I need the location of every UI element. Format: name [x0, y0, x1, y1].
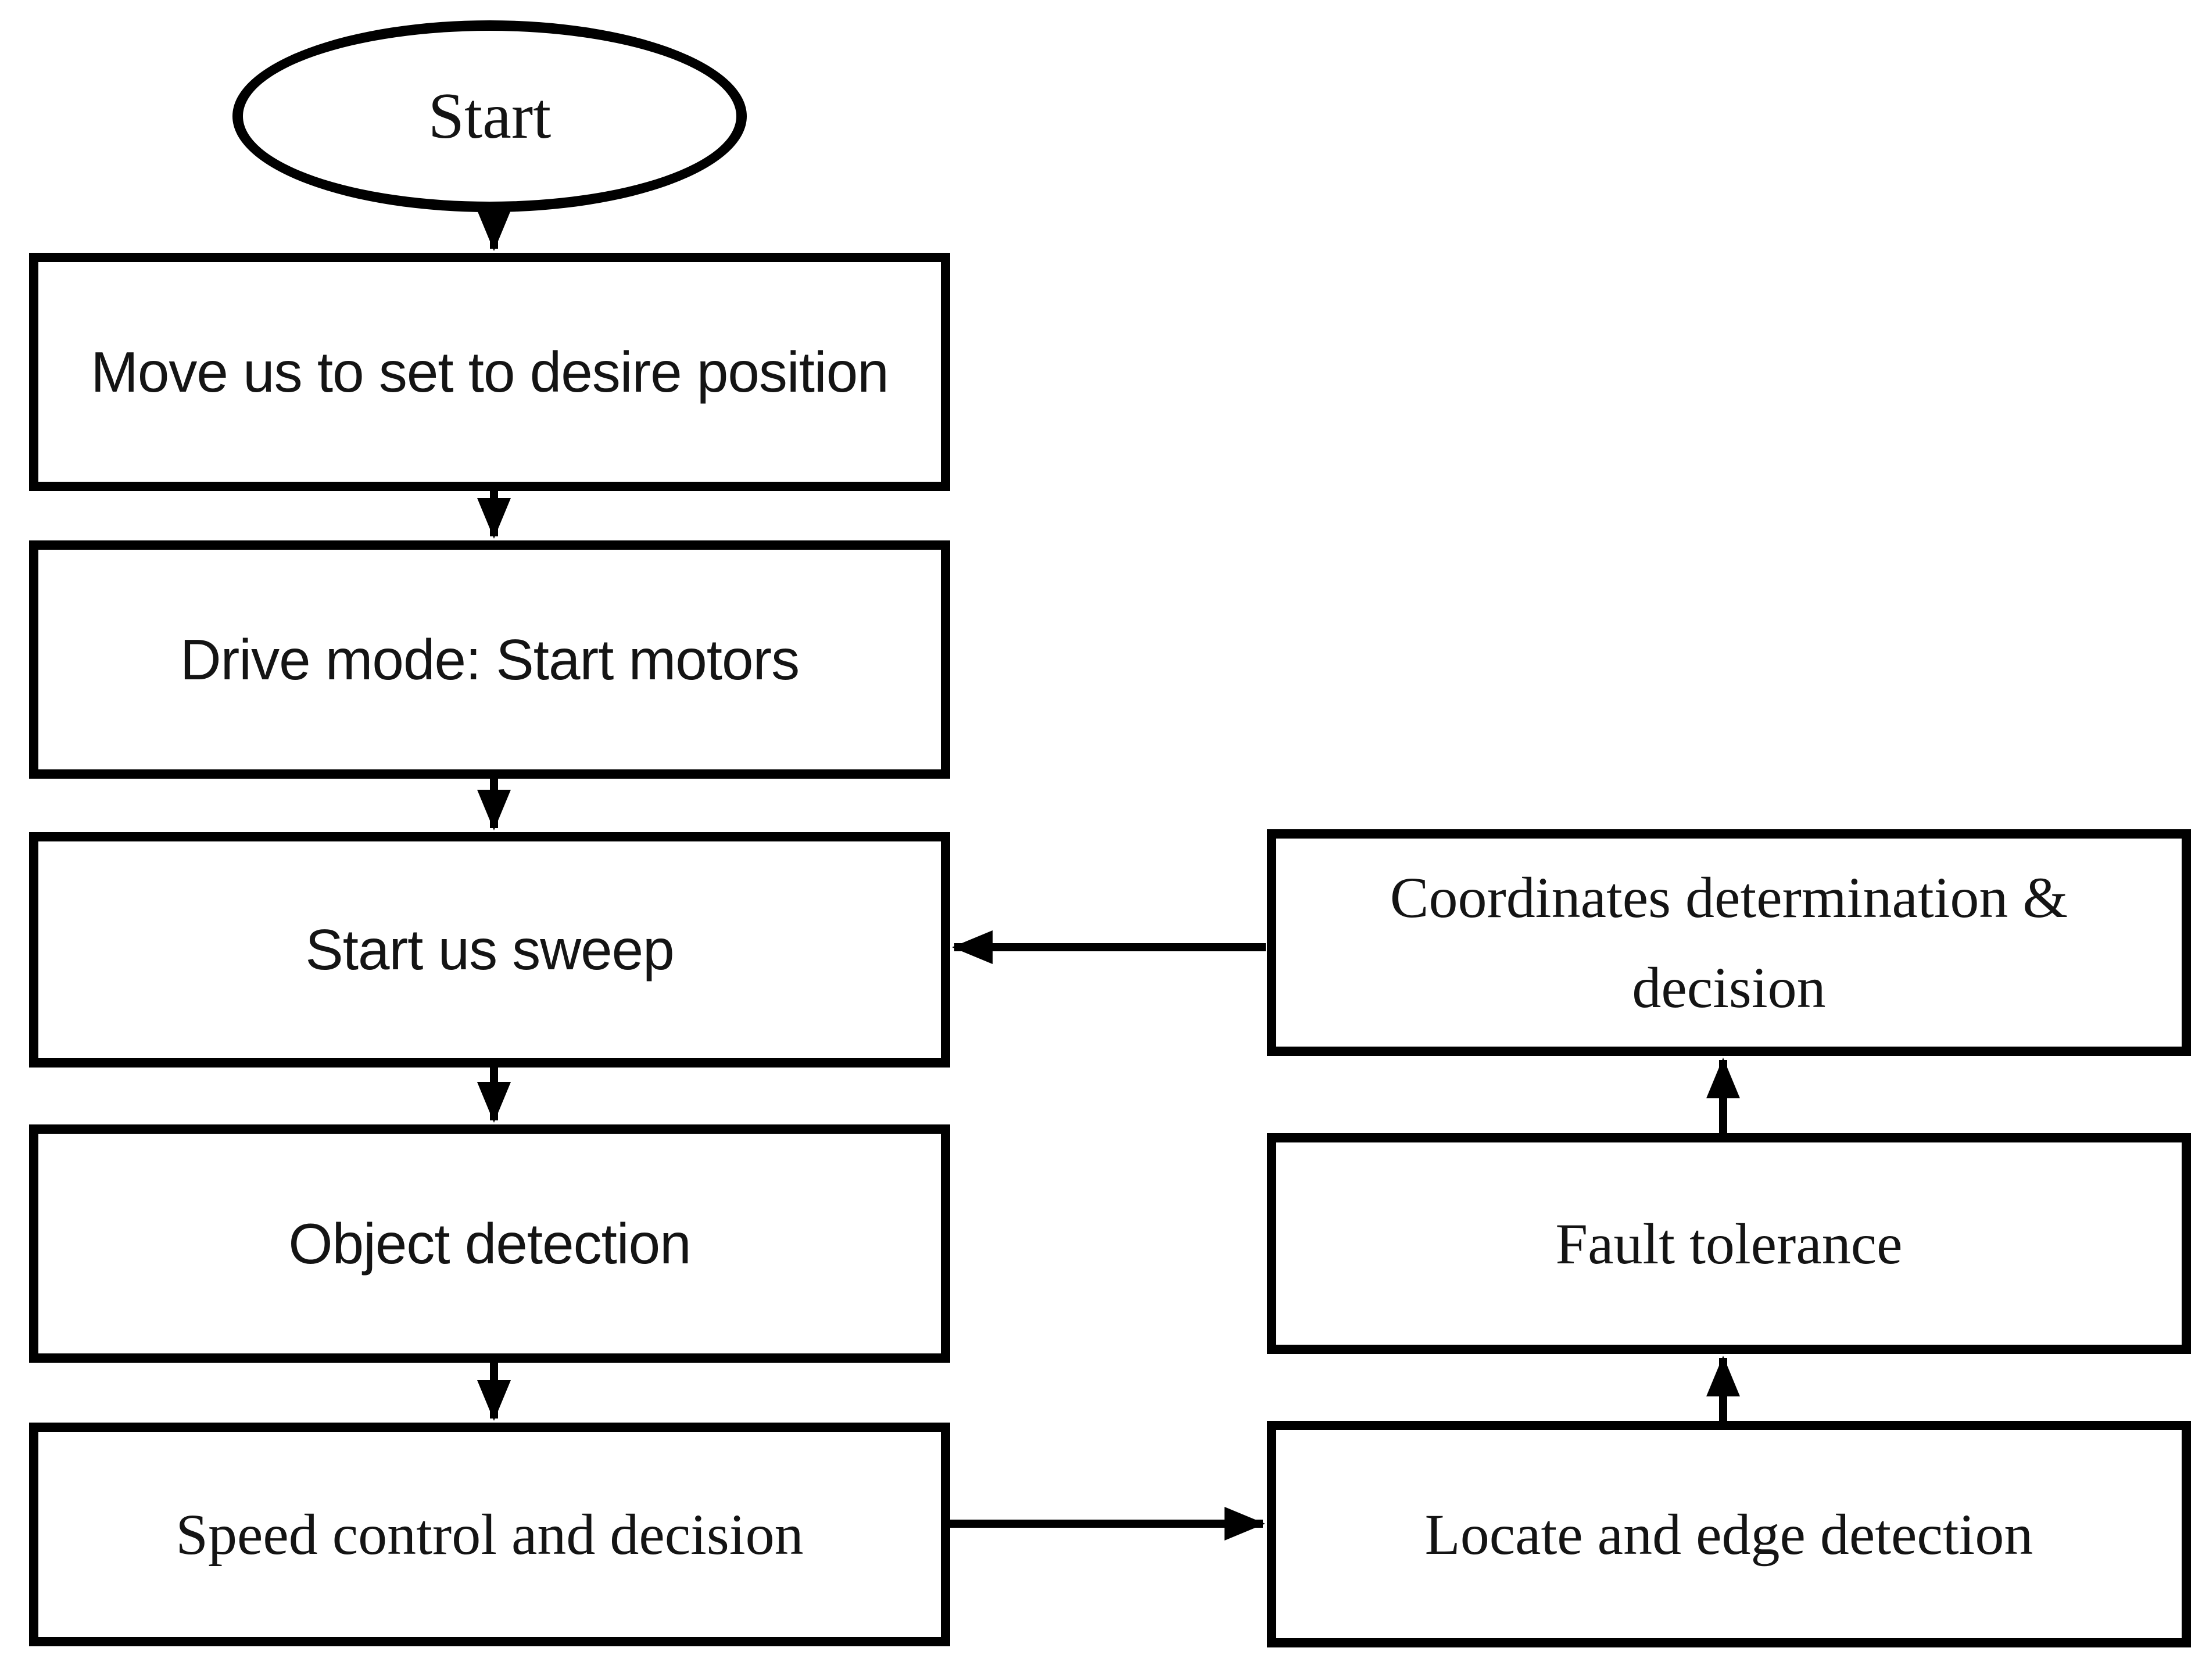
node-coordinates-decision: Coordinates determination & decision	[1267, 829, 2191, 1056]
node-drive-mode-label: Drive mode: Start motors	[180, 627, 800, 692]
node-speed-control-label: Speed control and decision	[176, 1502, 804, 1567]
node-object-detection-label: Object detection	[288, 1211, 691, 1276]
node-start-label: Start	[428, 80, 552, 152]
node-move-position: Move us to set to desire position	[29, 253, 950, 491]
node-locate-edge-detection-label: Locate and edge detection	[1424, 1502, 2033, 1567]
node-start-sweep-label: Start us sweep	[305, 918, 674, 982]
node-start-sweep: Start us sweep	[29, 832, 950, 1068]
node-fault-tolerance: Fault tolerance	[1267, 1133, 2191, 1354]
node-move-position-label: Move us to set to desire position	[91, 339, 889, 404]
node-speed-control: Speed control and decision	[29, 1423, 950, 1646]
node-object-detection: Object detection	[29, 1124, 950, 1363]
node-start: Start	[232, 20, 747, 212]
node-coordinates-decision-label: Coordinates determination & decision	[1390, 865, 2083, 1020]
node-drive-mode: Drive mode: Start motors	[29, 540, 950, 779]
node-fault-tolerance-label: Fault tolerance	[1555, 1211, 1903, 1276]
node-locate-edge-detection: Locate and edge detection	[1267, 1421, 2191, 1647]
